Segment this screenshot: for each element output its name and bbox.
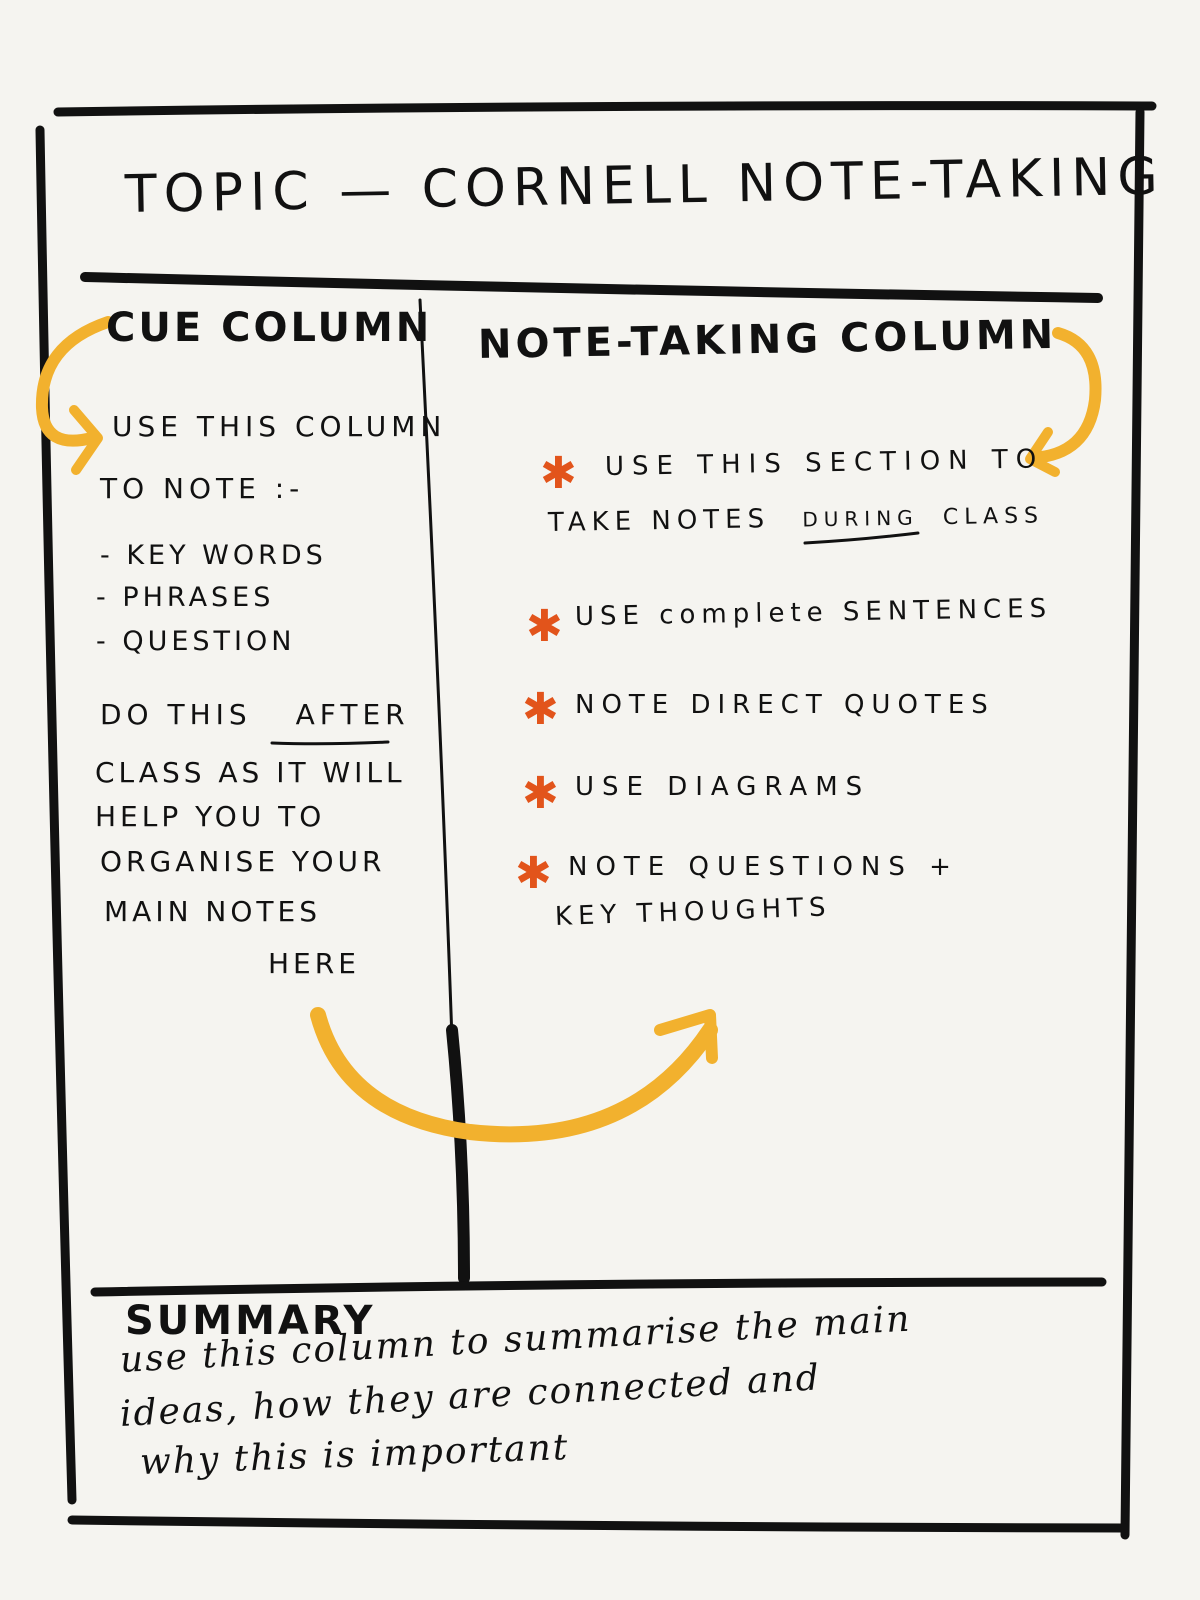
frame-top-line <box>53 101 1157 117</box>
cue-after-line-6: HERE <box>268 947 360 980</box>
during-underline <box>803 531 920 545</box>
cue-after-pre: DO THIS <box>100 698 252 731</box>
cue-after-line-5: MAIN NOTES <box>104 895 321 928</box>
note-during: DURING <box>802 505 919 532</box>
asterisk-icon: ✱ <box>522 768 559 819</box>
cue-after-line-3: HELP YOU TO <box>95 800 326 833</box>
summary-heading: SUMMARY <box>125 1298 376 1344</box>
cue-arrow-curve <box>35 316 114 447</box>
note-bullet-3: NOTE DIRECT QUOTES <box>575 690 995 720</box>
cue-intro-line-2: TO NOTE :- <box>100 472 305 505</box>
title-divider <box>80 272 1103 303</box>
cue-item-question: - QUESTION <box>96 626 296 657</box>
summary-divider <box>90 1277 1107 1297</box>
asterisk-icon: ✱ <box>526 601 563 652</box>
cue-intro-line-1: USE THIS COLUMN <box>112 410 447 443</box>
cue-item-keywords: - KEY WORDS <box>100 540 327 571</box>
note-arrow-head <box>1025 427 1060 477</box>
note-bullet-5-line-1: NOTE QUESTIONS + <box>568 852 959 882</box>
note-class: CLASS <box>942 503 1045 531</box>
note-take-notes: TAKE NOTES <box>547 504 771 538</box>
cue-column-heading: CUE COLUMN <box>106 305 433 351</box>
frame-bottom-line <box>67 1515 1130 1533</box>
asterisk-icon: ✱ <box>522 684 559 735</box>
frame-left-line <box>35 125 77 1505</box>
cue-after-line-1: DO THIS AFTER <box>100 698 410 731</box>
column-divider-thin <box>418 298 454 1042</box>
connect-arrow-curve <box>310 1007 718 1143</box>
asterisk-icon: ✱ <box>515 848 552 899</box>
cue-after-line-2: CLASS AS IT WILL <box>95 756 406 789</box>
cue-after-em: AFTER <box>295 698 410 731</box>
connect-arrow-head <box>654 1009 718 1064</box>
frame-right-line <box>1120 107 1145 1540</box>
column-divider <box>446 1024 470 1284</box>
note-bullet-4: USE DIAGRAMS <box>575 772 871 802</box>
cue-arrow-head <box>69 405 103 475</box>
cue-item-phrases: - PHRASES <box>96 582 275 613</box>
note-arrow-curve <box>1026 327 1102 464</box>
cue-after-line-4: ORGANISE YOUR <box>100 845 386 878</box>
after-underline <box>270 740 390 746</box>
asterisk-icon: ✱ <box>540 448 577 499</box>
